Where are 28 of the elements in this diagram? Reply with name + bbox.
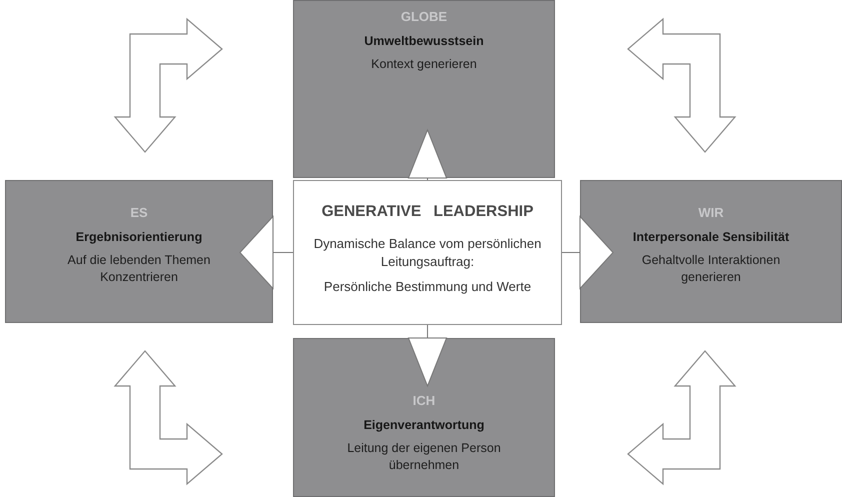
box-text: Persönliche Bestimmung und Werte (324, 278, 532, 296)
arrow (408, 324, 447, 386)
box-heading: WIR (698, 205, 724, 220)
box-subtitle: Eigenverantwortung (364, 418, 484, 432)
box-text: Kontext generieren (371, 56, 477, 73)
box-heading: ICH (412, 393, 436, 408)
center-box (293, 180, 562, 325)
double-block-arrow (114, 350, 223, 486)
double-block-arrow (627, 350, 736, 486)
box-subtitle: Ergebnisorientierung (76, 230, 202, 244)
arrow (562, 216, 614, 289)
box-text: Dynamische Balance vom persönlichen Leitungsauftrag: (312, 235, 542, 270)
category-box (293, 338, 555, 497)
box-heading: GENERATIVE LEADERSHIP (322, 203, 534, 221)
arrow (240, 216, 294, 289)
box-subtitle: Umweltbewusstsein (364, 34, 484, 48)
double-block-arrow (627, 18, 736, 153)
box-subtitle: Interpersonale Sensibilität (632, 230, 790, 244)
box-text: Auf die lebenden Themen Konzentrieren (66, 252, 212, 286)
box-text: Leitung der eigenen Person übernehmen (346, 440, 502, 474)
box-heading: ES (130, 205, 148, 220)
category-box (580, 180, 842, 323)
double-block-arrow (114, 18, 223, 153)
category-box (293, 0, 555, 178)
box-heading: GLOBE (400, 9, 448, 24)
box-text: Gehaltvolle Interaktionen generieren (640, 252, 782, 286)
arrow (408, 130, 447, 180)
category-box (5, 180, 273, 323)
